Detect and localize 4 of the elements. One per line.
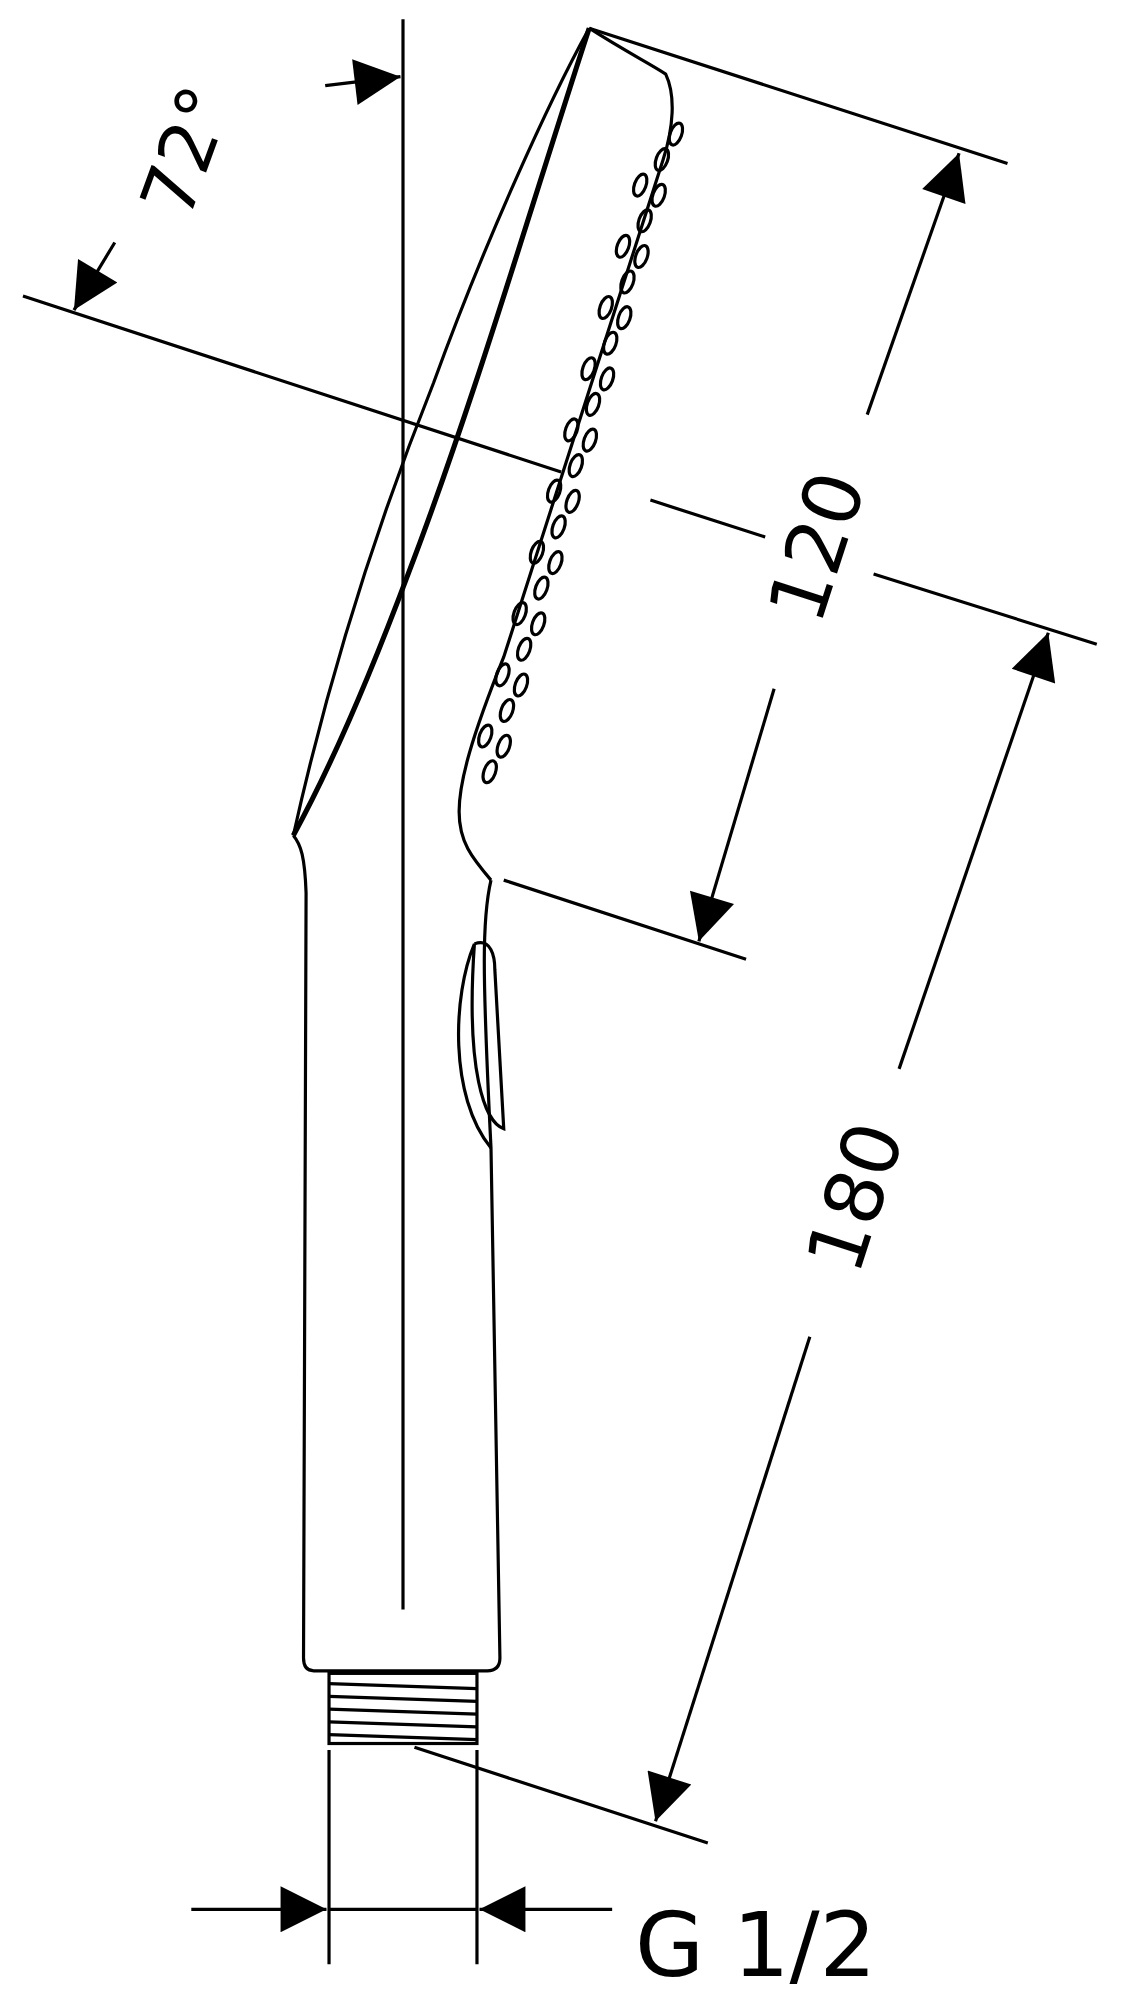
dimension-label: 180 — [788, 1111, 923, 1284]
dimension-label: 72° — [123, 75, 249, 228]
dimension-label: 120 — [750, 460, 885, 633]
dimension-label: G 1/2 — [635, 1892, 877, 1997]
